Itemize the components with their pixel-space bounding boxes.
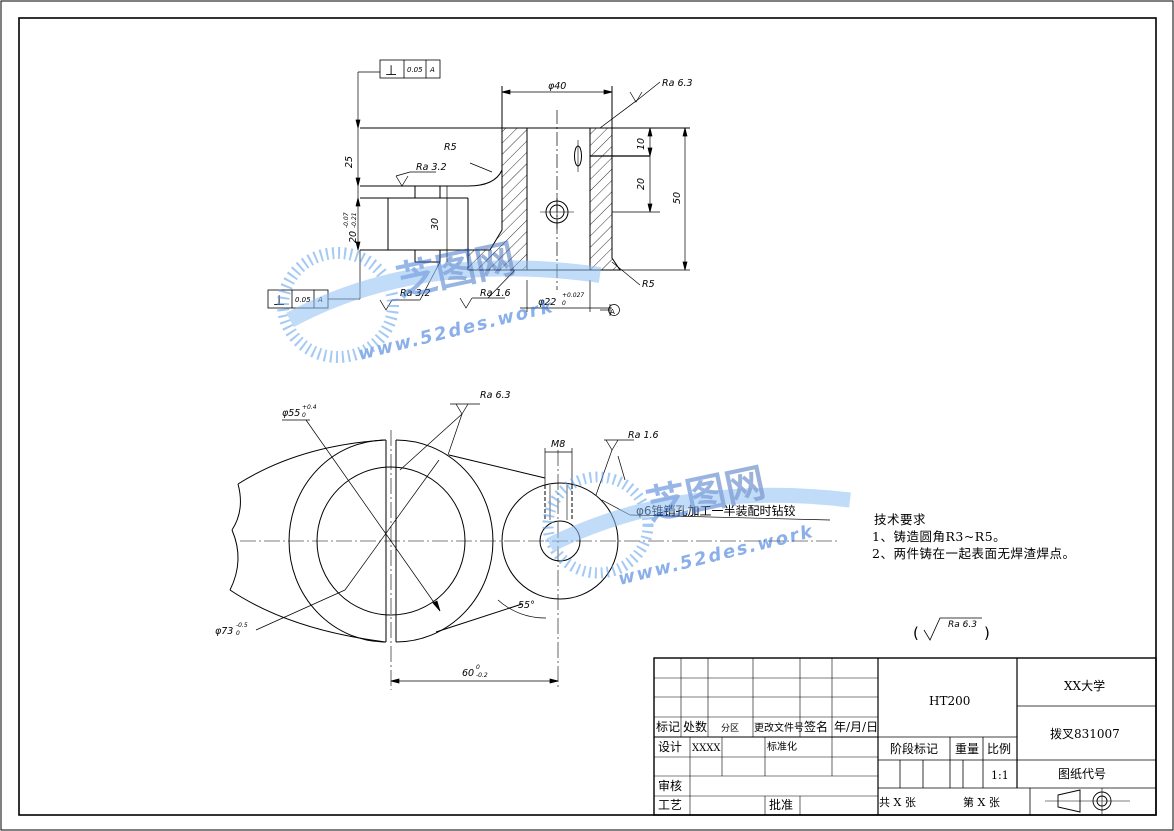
dim-phi22-lower: 0	[562, 300, 566, 307]
dim-60-lower: -0.2	[476, 672, 488, 679]
rev-header-1: 处数	[683, 719, 707, 734]
dim-r5-bottom: R5	[642, 279, 655, 290]
watermark-bottom: 芝图网 www.52des.work	[542, 460, 851, 590]
tol-value-bottom: 0.05	[295, 296, 311, 304]
section-dimensions	[355, 71, 690, 316]
general-ra-value: Ra 6.3	[948, 620, 977, 630]
hatch-right	[589, 127, 621, 271]
process-label: 工艺	[658, 798, 682, 812]
inner-border	[18, 17, 1157, 816]
dim-phi73-upper: -0.5	[236, 622, 248, 629]
approve-label: 批准	[769, 797, 793, 812]
review-label: 审核	[658, 778, 682, 793]
standardize-label: 标准化	[767, 740, 797, 753]
dim-30: 30	[430, 218, 441, 230]
dim-phi73-lower: 0	[236, 630, 240, 637]
dim-20: 20	[636, 178, 647, 190]
sheet-number: 第 X 张	[963, 795, 1000, 809]
dim-50: 50	[672, 192, 683, 204]
school-name: XX大学	[1064, 678, 1105, 693]
rev-header-3: 更改文件号	[754, 721, 804, 734]
projection-symbol-icon	[1045, 788, 1130, 814]
dim-phi22-upper: +0.027	[562, 292, 584, 299]
rev-header-0: 标记	[656, 720, 680, 734]
designer-name: XXXX	[692, 743, 721, 754]
ra-top-right: Ra 6.3	[662, 78, 693, 89]
part-name: 拨叉831007	[1050, 727, 1120, 741]
ra-bottom-mid: Ra 1.6	[480, 288, 511, 299]
dim-phi55-upper: +0.4	[302, 404, 317, 411]
tech-requirement-2: 2、两件铸在一起表面无焊渣焊点。	[872, 546, 1076, 561]
dim-20-upper: -0.07	[343, 212, 350, 228]
tolerance-frame-top: ⊥ 0.05 A	[379, 59, 441, 79]
dim-m8: M8	[551, 439, 565, 450]
dim-phi55-lower: 0	[302, 412, 306, 419]
tech-requirements: 技术要求 1、铸造圆角R3~R5。 2、两件铸在一起表面无焊渣焊点。	[872, 511, 1075, 562]
datum-a-label: A	[610, 308, 615, 316]
rev-header-5: 年/月/日	[834, 720, 878, 734]
watermark-url-top: www.52des.work	[356, 296, 556, 365]
plan-centerlines	[240, 430, 840, 690]
stage-mark-label: 阶段标记	[890, 741, 938, 756]
weight-label: 重量	[955, 742, 979, 756]
tech-requirement-1: 1、铸造圆角R3~R5。	[872, 529, 1007, 544]
dim-10: 10	[636, 138, 647, 150]
watermark-brand-bottom: 芝图网	[643, 460, 770, 530]
dim-20-lower: -0.21	[351, 212, 358, 228]
perp-symbol-top: ⊥	[385, 63, 397, 79]
scale-label: 比例	[987, 742, 1011, 756]
design-label: 设计	[658, 740, 682, 754]
ra-plan-top: Ra 6.3	[480, 390, 511, 401]
tol-value-top: 0.05	[407, 66, 423, 74]
dim-phi73: φ73	[215, 626, 233, 637]
tech-requirements-title: 技术要求	[874, 512, 927, 527]
ra-left: Ra 3.2	[416, 162, 447, 173]
title-block	[653, 657, 1157, 816]
dim-20-tol: 20	[348, 231, 359, 243]
plan-dim-texts: φ55 +0.4 0 φ73 -0.5 0 M8 55° 60 0 -0.2 R…	[215, 390, 796, 679]
ra-bottom-left: Ra 3.2	[400, 288, 431, 299]
dim-r5-top: R5	[444, 142, 457, 153]
general-roughness: ( Ra 6.3 )	[913, 617, 990, 642]
dim-phi55: φ55	[282, 408, 300, 419]
dim-60-upper: 0	[476, 664, 480, 671]
section-view	[360, 86, 690, 290]
material: HT200	[929, 694, 970, 708]
rev-header-4: 签名	[804, 719, 828, 734]
dim-phi40: φ40	[548, 81, 566, 92]
tol-datum-top: A	[429, 66, 435, 74]
dim-angle55: 55°	[518, 600, 535, 611]
total-sheets: 共 X 张	[879, 796, 916, 809]
section-dim-texts: φ40 25 30 10 20 50 20 -0.07 -0.21 R5 R5 …	[343, 78, 693, 316]
paren-right: )	[984, 624, 990, 642]
title-block-text: HT200 XX大学 拨叉831007 图纸代号 阶段标记 重量 比例 1:1 …	[656, 678, 1120, 812]
dim-60: 60	[462, 668, 474, 679]
dim-phi22: φ22	[538, 297, 556, 308]
scale-value: 1:1	[991, 769, 1009, 782]
ra-plan-right: Ra 1.6	[628, 430, 659, 441]
rev-header-2: 分区	[721, 723, 739, 734]
paren-left: (	[913, 624, 919, 642]
drawing-code-label: 图纸代号	[1058, 767, 1106, 781]
dim-25: 25	[344, 156, 355, 168]
perp-symbol-bottom: ⊥	[273, 293, 285, 309]
